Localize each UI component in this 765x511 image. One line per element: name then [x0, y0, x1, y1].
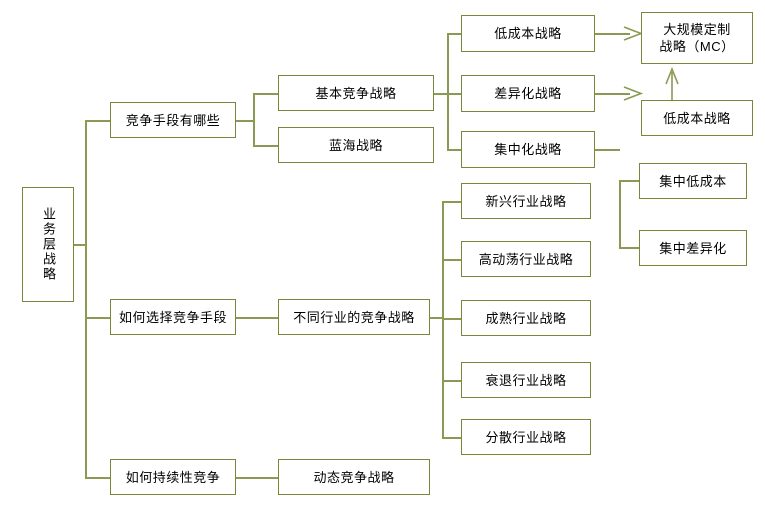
connector-industry-stub	[430, 317, 443, 319]
node-root[interactable]: 业务层战略	[22, 187, 74, 302]
arrow-to-mass-customization	[623, 26, 644, 41]
connector-level2-branch-1	[85, 120, 110, 122]
connector-industry-3	[442, 318, 461, 320]
node-mature-industry[interactable]: 成熟行业战略	[461, 300, 591, 336]
node-competition-means-label: 竞争手段有哪些	[125, 112, 221, 128]
node-differentiation-strategy[interactable]: 差异化战略	[461, 75, 595, 112]
node-focus-differentiation-label: 集中差异化	[659, 240, 727, 256]
connector-focus-to-lowcost	[619, 180, 639, 182]
node-emerging-industry-label: 新兴行业战略	[485, 193, 567, 209]
node-turbulent-industry-label: 高动荡行业战略	[478, 251, 574, 267]
node-mass-customization[interactable]: 大规模定制 战略（MC）	[641, 12, 753, 64]
connector-l2n1-stub	[236, 120, 254, 122]
node-industry-strategy[interactable]: 不同行业的竞争战略	[278, 299, 430, 335]
node-industry-strategy-label: 不同行业的竞争战略	[293, 309, 415, 325]
connector-industry-1	[442, 201, 461, 203]
node-blue-ocean[interactable]: 蓝海战略	[278, 127, 434, 163]
connector-l2n3-stub	[236, 477, 278, 479]
connector-industry-5	[442, 437, 461, 439]
connector-focus-trunk	[619, 180, 621, 248]
node-root-label: 业务层战略	[41, 207, 56, 282]
connector-l3-branch-blue	[253, 145, 278, 147]
arrow-to-lowcost-right	[623, 86, 644, 101]
node-basic-strategy-label: 基本竞争战略	[315, 85, 397, 101]
node-how-to-choose[interactable]: 如何选择竞争手段	[110, 299, 236, 335]
node-declining-industry-label: 衰退行业战略	[485, 372, 567, 388]
node-blue-ocean-label: 蓝海战略	[328, 137, 383, 153]
connector-focus-to-diff	[619, 247, 639, 249]
connector-basic-to-lowcost	[447, 33, 461, 35]
connector-l2n2-stub	[236, 317, 278, 319]
node-low-cost-strategy[interactable]: 低成本战略	[461, 15, 595, 52]
connector-basic-stub	[434, 93, 448, 95]
arrow-lowcost-up-head	[665, 66, 679, 85]
connector-industry-2	[442, 259, 461, 261]
node-focus-strategy-label: 集中化战略	[494, 142, 562, 157]
node-low-cost-strategy-right-label: 低成本战略	[663, 110, 731, 126]
connector-l3-branch-basic	[253, 93, 278, 95]
node-turbulent-industry[interactable]: 高动荡行业战略	[461, 241, 591, 277]
node-focus-strategy[interactable]: 集中化战略	[461, 131, 595, 168]
node-emerging-industry[interactable]: 新兴行业战略	[461, 183, 591, 219]
connector-level2-trunk	[85, 120, 87, 478]
connector-basic-to-focus	[447, 149, 461, 151]
node-how-to-choose-label: 如何选择竞争手段	[118, 309, 227, 325]
connector-industry-4	[442, 380, 461, 382]
node-focus-differentiation[interactable]: 集中差异化	[639, 230, 747, 266]
node-mass-customization-label: 大规模定制 战略（MC）	[659, 22, 735, 54]
connector-level2-branch-2	[85, 317, 110, 319]
connector-basic-to-diff	[447, 93, 461, 95]
connector-basic-trunk	[447, 33, 449, 149]
node-dynamic-strategy-label: 动态竞争战略	[313, 469, 395, 485]
node-low-cost-strategy-label: 低成本战略	[494, 26, 562, 41]
node-dynamic-strategy[interactable]: 动态竞争战略	[278, 459, 430, 495]
node-fragmented-industry-label: 分散行业战略	[485, 429, 567, 445]
connector-root-stub	[74, 244, 86, 246]
node-low-cost-strategy-right[interactable]: 低成本战略	[641, 100, 753, 136]
node-focus-low-cost-label: 集中低成本	[659, 173, 727, 189]
node-declining-industry[interactable]: 衰退行业战略	[461, 362, 591, 398]
node-sustained-competition[interactable]: 如何持续性竞争	[110, 459, 236, 495]
node-focus-low-cost[interactable]: 集中低成本	[639, 163, 747, 199]
node-basic-strategy[interactable]: 基本竞争战略	[278, 75, 434, 111]
node-fragmented-industry[interactable]: 分散行业战略	[461, 419, 591, 455]
node-mature-industry-label: 成熟行业战略	[485, 310, 567, 326]
node-competition-means[interactable]: 竞争手段有哪些	[110, 102, 236, 138]
connector-level2-branch-3	[85, 477, 110, 479]
connector-l3-trunk-a	[253, 93, 255, 146]
connector-focus-stub	[594, 149, 620, 151]
connector-lowcost-to-mc-shaft	[594, 33, 630, 35]
node-sustained-competition-label: 如何持续性竞争	[125, 469, 221, 485]
connector-diff-to-lowcost-shaft	[594, 93, 630, 95]
node-differentiation-strategy-label: 差异化战略	[494, 86, 562, 101]
